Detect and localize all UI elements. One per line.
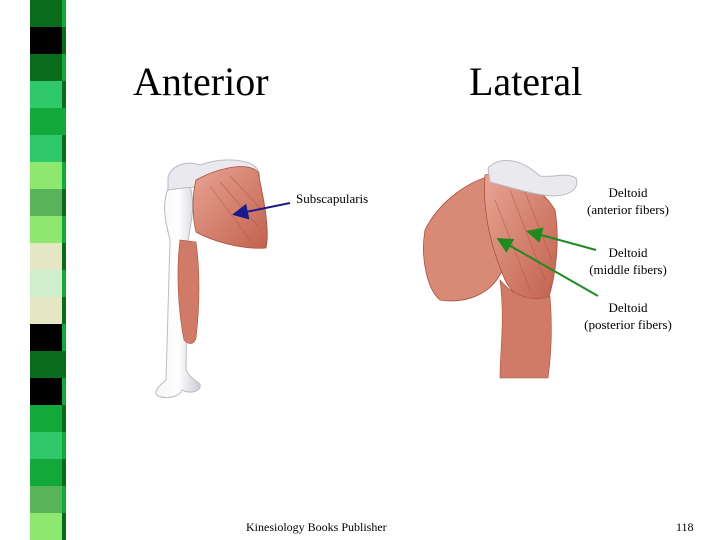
stripe-block	[30, 513, 62, 540]
stripe-block	[30, 324, 62, 351]
stripe-block	[30, 297, 62, 324]
deltoid-anterior-label-line2: (anterior fibers)	[587, 202, 669, 217]
stripe-block	[62, 216, 66, 243]
stripe-block	[62, 27, 66, 54]
stripe-block	[62, 135, 66, 162]
page-number: 118	[676, 520, 694, 534]
stripe-block	[30, 351, 62, 378]
stripe-block	[62, 108, 66, 135]
subscapularis-pointer-arrow	[232, 202, 291, 220]
deltoid-anterior-label: Deltoid (anterior fibers)	[580, 184, 676, 218]
stripe-block	[30, 0, 62, 27]
deltoid-posterior-label-line2: (posterior fibers)	[584, 317, 672, 332]
publisher-footer: Kinesiology Books Publisher	[246, 520, 387, 534]
stripe-block	[62, 81, 66, 108]
lateral-shoulder-illustration	[423, 160, 578, 379]
stripe-block	[30, 378, 62, 405]
anterior-title: Anterior	[133, 59, 269, 104]
stripe-block	[30, 432, 62, 459]
deltoid-middle-label-line2: (middle fibers)	[589, 262, 667, 277]
upper-arm-muscles	[499, 279, 552, 379]
stripe-block	[30, 108, 62, 135]
stripe-block	[30, 486, 62, 513]
stripe-block	[62, 324, 66, 351]
stripe-block	[30, 135, 62, 162]
stripe-block	[30, 243, 62, 270]
stripe-block	[62, 270, 66, 297]
deltoid-posterior-label: Deltoid (posterior fibers)	[576, 299, 680, 333]
stripe-block	[62, 54, 66, 81]
stripe-block	[30, 189, 62, 216]
scapula-muscles	[423, 174, 506, 302]
stripe-block	[62, 432, 66, 459]
acromion-bone	[487, 160, 578, 197]
stripe-block	[62, 459, 66, 486]
stripe-block	[30, 162, 62, 189]
stripe-block	[62, 297, 66, 324]
stripe-block	[62, 243, 66, 270]
biceps-muscle	[177, 239, 200, 344]
subscapularis-label: Subscapularis	[296, 191, 369, 206]
subscapularis-muscle	[192, 166, 268, 249]
decorative-stripe	[0, 0, 80, 540]
stripe-block	[62, 405, 66, 432]
stripe-block	[30, 270, 62, 297]
lateral-title: Lateral	[469, 59, 583, 104]
stripe-block	[30, 216, 62, 243]
deltoid-anterior-pointer-arrow	[526, 227, 597, 251]
stripe-block	[30, 27, 62, 54]
deltoid-posterior-label-line1: Deltoid	[608, 300, 648, 315]
stripe-block	[30, 405, 62, 432]
stripe-block	[62, 513, 66, 540]
anterior-arm-illustration	[155, 159, 268, 399]
deltoid-anterior-label-line1: Deltoid	[608, 185, 648, 200]
deltoid-middle-label: Deltoid (middle fibers)	[580, 244, 676, 278]
stripe-block	[62, 486, 66, 513]
deltoid-middle-pointer-arrow	[496, 238, 599, 297]
stripe-block	[62, 0, 66, 27]
stripe-block	[62, 351, 66, 378]
stripe-block	[62, 189, 66, 216]
stripe-block	[30, 81, 62, 108]
deltoid-middle-label-line1: Deltoid	[608, 245, 648, 260]
stripe-block	[62, 378, 66, 405]
stripe-block	[30, 54, 62, 81]
stripe-block	[30, 459, 62, 486]
stripe-block	[62, 162, 66, 189]
